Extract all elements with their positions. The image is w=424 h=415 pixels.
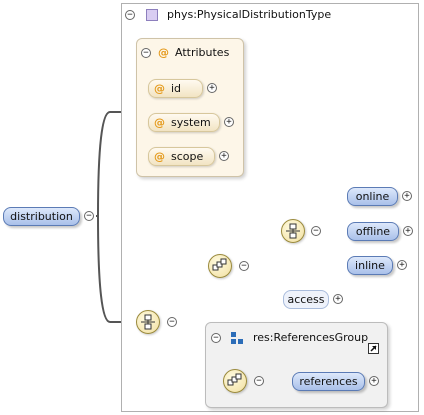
access-expand-icon[interactable]: + bbox=[333, 294, 343, 304]
element-inline[interactable]: inline bbox=[347, 256, 393, 275]
element-online[interactable]: online bbox=[347, 187, 398, 206]
wire-root-sequence bbox=[97, 215, 136, 323]
choice-glyph bbox=[227, 373, 242, 386]
choice-collapse-icon[interactable]: − bbox=[239, 261, 249, 271]
group-collapse-icon[interactable]: − bbox=[211, 333, 221, 343]
offline-expand-icon[interactable]: + bbox=[403, 226, 413, 236]
type-title: phys:PhysicalDistributionType bbox=[167, 8, 332, 21]
sequence-glyph bbox=[286, 223, 300, 239]
attribute-marker: @ bbox=[154, 150, 165, 163]
external-link-icon[interactable] bbox=[368, 343, 379, 354]
group-title: res:ReferencesGroup bbox=[253, 331, 369, 344]
group-box: − res:ReferencesGroup bbox=[205, 322, 388, 408]
type-collapse-icon[interactable]: − bbox=[125, 10, 135, 20]
attributes-at-icon: @ bbox=[158, 46, 169, 59]
attribute-system[interactable]: @ system bbox=[148, 113, 220, 132]
attribute-id-expand-icon[interactable]: + bbox=[207, 83, 217, 93]
inner-sequence-compositor-icon bbox=[281, 219, 305, 243]
sequence-collapse-icon[interactable]: − bbox=[167, 317, 177, 327]
group-choice-collapse-icon[interactable]: − bbox=[254, 376, 264, 386]
attribute-scope-expand-icon[interactable]: + bbox=[219, 151, 229, 161]
element-access[interactable]: access bbox=[283, 290, 329, 309]
choice-glyph bbox=[212, 258, 227, 271]
attribute-scope[interactable]: @ scope bbox=[148, 147, 215, 166]
sequence-compositor-icon bbox=[136, 310, 160, 334]
attributes-title: Attributes bbox=[175, 46, 230, 59]
attribute-label: id bbox=[171, 82, 182, 95]
references-expand-icon[interactable]: + bbox=[369, 376, 379, 386]
wire-root-branch bbox=[96, 111, 136, 217]
element-offline[interactable]: offline bbox=[347, 222, 399, 241]
attribute-marker: @ bbox=[154, 82, 165, 95]
attribute-id[interactable]: @ id bbox=[148, 79, 203, 98]
attribute-system-expand-icon[interactable]: + bbox=[224, 117, 234, 127]
group-icon bbox=[231, 332, 243, 344]
element-references[interactable]: references bbox=[292, 372, 365, 391]
inner-sequence-collapse-icon[interactable]: − bbox=[311, 226, 321, 236]
attribute-label: system bbox=[171, 116, 211, 129]
attribute-marker: @ bbox=[154, 116, 165, 129]
distribution-collapse-icon[interactable]: − bbox=[84, 211, 94, 221]
attributes-collapse-icon[interactable]: − bbox=[141, 48, 151, 58]
inline-expand-icon[interactable]: + bbox=[397, 260, 407, 270]
online-expand-icon[interactable]: + bbox=[402, 191, 412, 201]
group-choice-compositor-icon bbox=[223, 369, 247, 393]
complex-type-icon bbox=[146, 9, 158, 21]
element-distribution[interactable]: distribution bbox=[3, 207, 80, 226]
attribute-label: scope bbox=[171, 150, 204, 163]
sequence-glyph bbox=[141, 314, 155, 330]
choice-compositor-icon bbox=[208, 254, 232, 278]
